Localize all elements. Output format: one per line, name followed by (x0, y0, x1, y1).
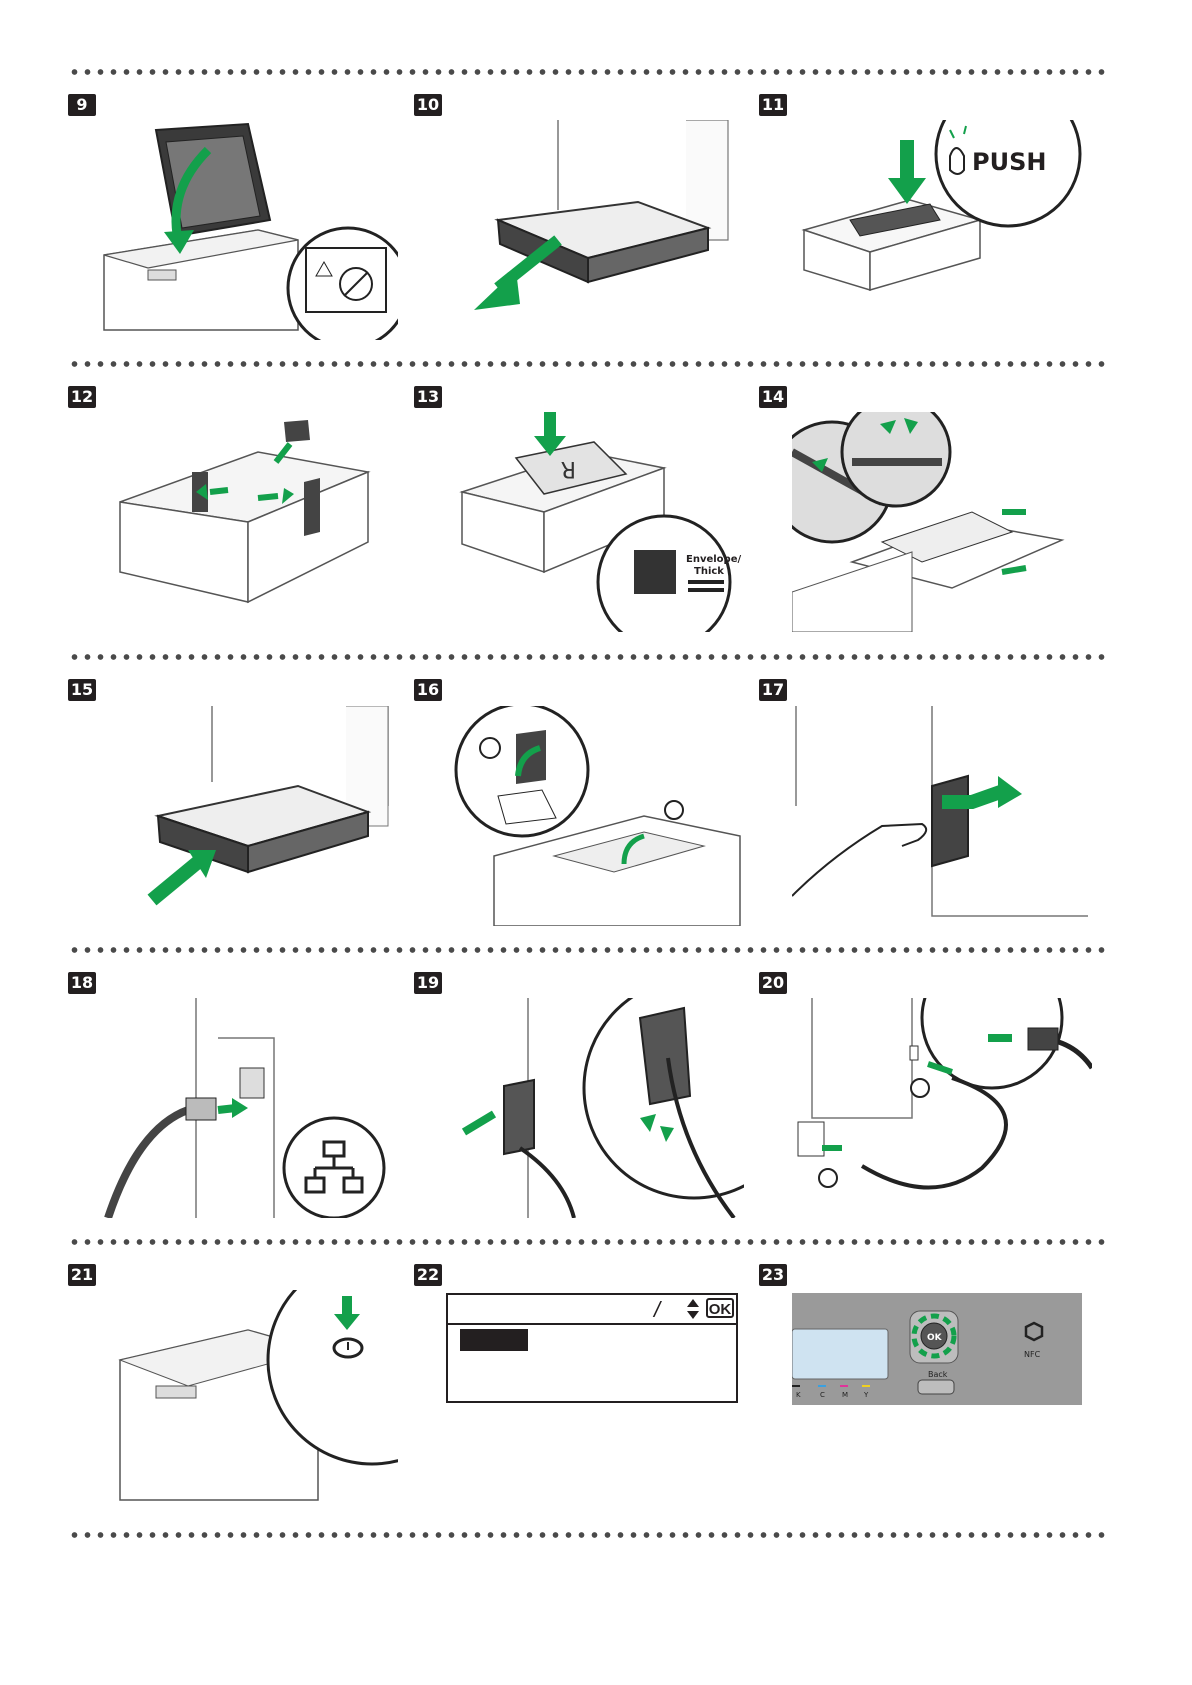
illustration-slide-guides (98, 412, 398, 632)
printer-cover-illustration (98, 120, 398, 340)
up-down-arrows-icon (686, 1298, 700, 1320)
lan-cable-illustration (98, 998, 398, 1218)
nfc-label: NFC (1024, 1350, 1041, 1359)
separator (68, 946, 1108, 954)
load-paper-illustration: R Envelope/ Thick (444, 412, 744, 632)
envelope-label: Envelope/ (686, 554, 741, 565)
illustration-load-paper: R Envelope/ Thick (444, 412, 744, 632)
thick-label: Thick (694, 566, 724, 577)
lcd-header: / OK (448, 1295, 736, 1325)
illustration-pull-tray (438, 120, 738, 340)
step-number: 14 (759, 386, 787, 408)
illustration-power-cord (792, 998, 1092, 1218)
step-number: 13 (414, 386, 442, 408)
step-number: 17 (759, 679, 787, 701)
slide-guides-illustration (98, 412, 398, 632)
separator (68, 1531, 1108, 1539)
step-number: 15 (68, 679, 96, 701)
illustration-lan-cable (98, 998, 398, 1218)
color-m-label: M (842, 1391, 848, 1399)
push-tray-illustration (98, 706, 398, 926)
lcd-separator: / (654, 1297, 660, 1323)
ok-button-label: OK (927, 1333, 943, 1343)
push-label: PUSH (972, 148, 1046, 176)
lcd-selected-item (460, 1329, 528, 1351)
push-plate-illustration: PUSH (790, 120, 1090, 340)
svg-text:R: R (561, 456, 576, 481)
step-number: 9 (68, 94, 96, 116)
control-panel-illustration: K C M Y OK Back NFC (792, 1293, 1082, 1405)
separator (68, 1238, 1108, 1246)
step-number: 21 (68, 1264, 96, 1286)
color-k-label: K (796, 1391, 801, 1399)
separator (68, 68, 1108, 76)
step-number: 11 (759, 94, 787, 116)
illustration-lift-stopper (444, 706, 744, 926)
lcd-ok-indicator: OK (706, 1298, 734, 1318)
lcd-screen: / OK (446, 1293, 738, 1403)
color-y-label: Y (863, 1391, 869, 1399)
step-number: 18 (68, 972, 96, 994)
separator (68, 360, 1108, 368)
back-button[interactable] (918, 1380, 954, 1394)
color-c-label: C (820, 1391, 825, 1399)
step-number: 12 (68, 386, 96, 408)
step-number: 10 (414, 94, 442, 116)
illustration-cable-cover (444, 998, 744, 1218)
separator (68, 653, 1108, 661)
illustration-close-cover (98, 120, 398, 340)
power-on-illustration (98, 1290, 398, 1510)
illustration-open-side-cover (792, 706, 1092, 926)
pull-tray-illustration (438, 120, 738, 340)
illustration-adjust-guides (792, 412, 1092, 632)
step-number: 23 (759, 1264, 787, 1286)
illustration-power-on (98, 1290, 398, 1510)
illustration-push-plate: PUSH (790, 120, 1090, 340)
back-button-label: Back (928, 1370, 948, 1379)
illustration-push-tray (98, 706, 398, 926)
power-cord-illustration (792, 998, 1092, 1218)
cable-cover-illustration (444, 998, 744, 1218)
step-number: 16 (414, 679, 442, 701)
adjust-guides-illustration (792, 412, 1092, 632)
lift-stopper-illustration (444, 706, 744, 926)
step-number: 19 (414, 972, 442, 994)
step-number: 20 (759, 972, 787, 994)
step-number: 22 (414, 1264, 442, 1286)
open-side-cover-illustration (792, 706, 1092, 926)
illustration-control-panel: K C M Y OK Back NFC (792, 1293, 1082, 1405)
